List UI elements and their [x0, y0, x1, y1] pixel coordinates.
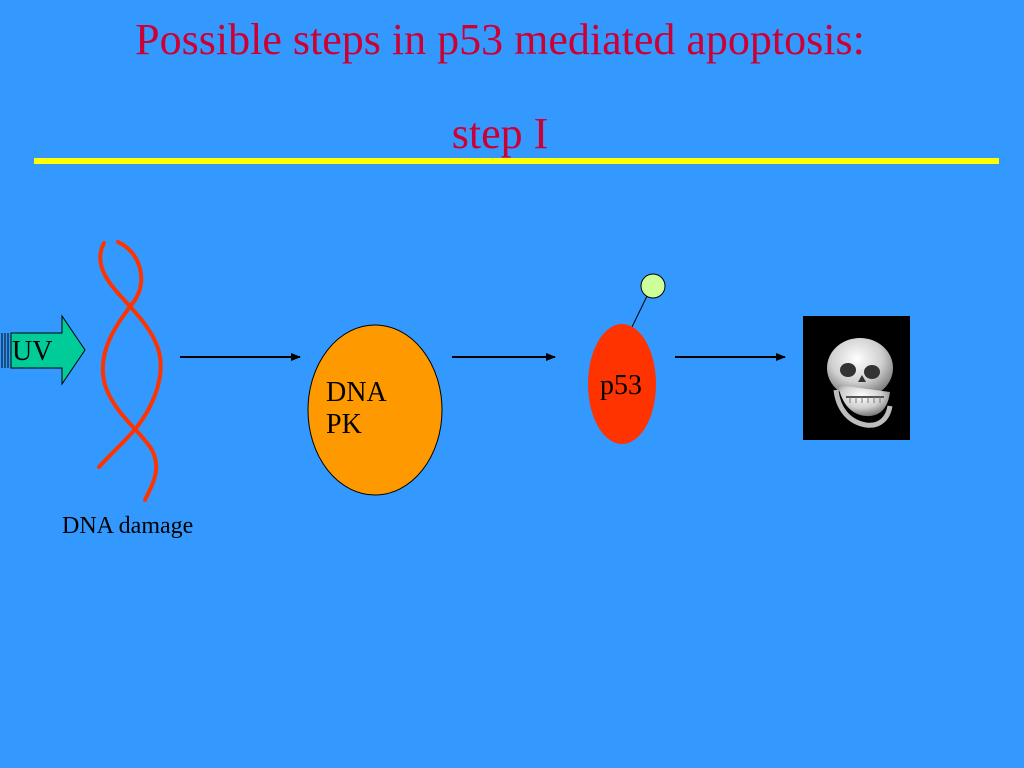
uv-arrow [1, 314, 86, 386]
title-divider [34, 158, 999, 164]
phosphate-link [631, 293, 649, 328]
dnapk-node [307, 324, 443, 496]
slide-title: Possible steps in p53 mediated apoptosis… [135, 15, 865, 64]
dnapk-label: DNA PK [326, 377, 416, 441]
slide-subtitle: step I [451, 109, 549, 158]
dnapk-label-line2: PK [326, 409, 362, 440]
dna-strand [97, 240, 163, 502]
uv-label: UV [12, 336, 53, 367]
dna-damage-label: DNA damage [62, 513, 194, 539]
skull-icon [803, 316, 910, 440]
phosphate-group [640, 273, 666, 299]
dnapk-label-line1: DNA [326, 377, 387, 408]
p53-node [588, 324, 656, 444]
p53-label: p53 [600, 370, 642, 401]
